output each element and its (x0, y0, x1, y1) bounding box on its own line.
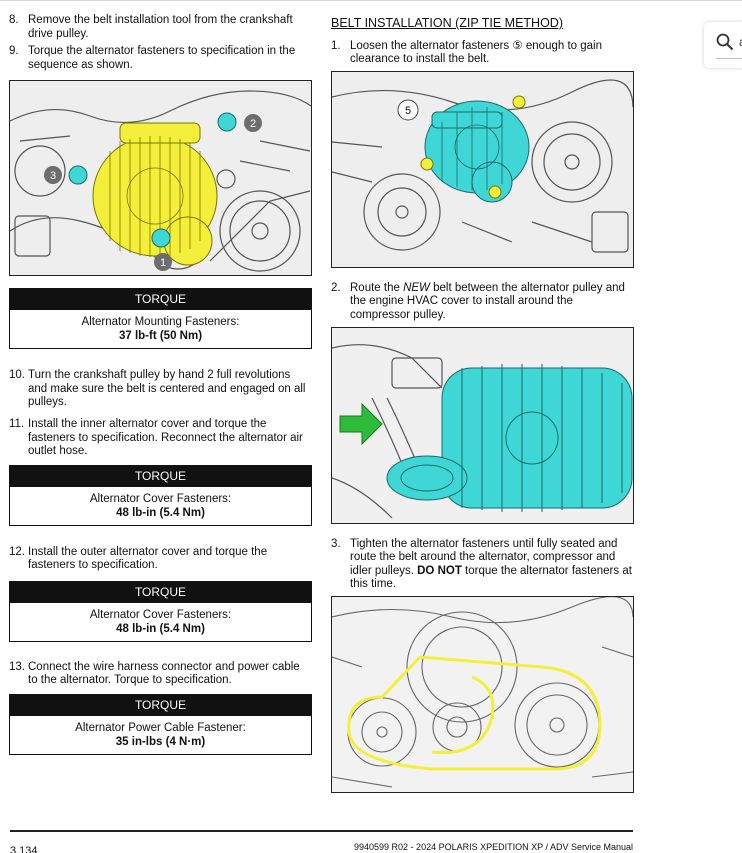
callout-badges (44, 114, 262, 272)
torque-value: 48 lb-in (5.4 Nm) (116, 622, 205, 635)
footer-document-title: 9940599 R02 - 2024 POLARIS XPEDITION XP … (354, 842, 633, 852)
torque-body: Alternator Cover Fasteners: 48 lb-in (5.… (10, 603, 311, 641)
torque-label: Alternator Cover Fasteners: (89, 492, 232, 505)
step-number: 12. (9, 545, 25, 558)
step-8: 8. Remove the belt installation tool fro… (9, 14, 312, 41)
step-number: 13. (9, 660, 25, 673)
step-number: 2. (331, 281, 341, 294)
step-13: 13. Connect the wire harness connector a… (9, 661, 312, 688)
torque-body: Alternator Mounting Fasteners: 37 lb-ft … (10, 310, 311, 348)
figure-loosen-fasteners: 5 (331, 70, 634, 268)
step-1: 1. Loosen the alternator fasteners ⑤ eno… (331, 40, 634, 67)
step-text: Connect the wire harness connector and p… (28, 660, 300, 687)
step-text-pre: Tighten the alternator fasteners until f… (350, 537, 618, 577)
torque-header: TORQUE (10, 581, 311, 603)
step-text: Loosen the alternator fasteners ⑤ enough… (350, 39, 602, 66)
figure-belt-routing (331, 595, 634, 793)
green-arrow (339, 402, 383, 445)
step-number: 11. (9, 417, 25, 430)
torque-header: TORQUE (10, 465, 311, 487)
callout-2: 2 (250, 118, 256, 130)
torque-label: Alternator Mounting Fasteners: (81, 316, 240, 329)
step-text: Install the outer alternator cover and t… (28, 545, 268, 572)
callout-5: 5 (405, 105, 411, 117)
step-number: 1. (331, 39, 341, 52)
torque-header: TORQUE (10, 289, 311, 311)
torque-box-mounting: TORQUE Alternator Mounting Fasteners: 37… (9, 288, 312, 350)
step-number: 9. (9, 45, 19, 58)
step-12: 12. Install the outer alternator cover a… (9, 546, 312, 573)
step-3: 3. Tighten the alternator fasteners unti… (331, 538, 634, 592)
step-number: 3. (331, 537, 341, 550)
step-text-post: belt between the alternator pulley and t… (350, 281, 625, 321)
step-number: 10. (9, 369, 25, 382)
step-text-emphasis: NEW (403, 281, 430, 294)
step-text: Torque the alternator fasteners to speci… (28, 45, 296, 71)
figure-route-belt (331, 326, 634, 524)
step-text: Remove the belt installation tool from t… (28, 14, 293, 40)
step-10: 10. Turn the crankshaft pulley by hand 2… (9, 369, 312, 410)
torque-body: Alternator Power Cable Fastener: 35 in-l… (10, 716, 311, 754)
section-title: BELT INSTALLATION (ZIP TIE METHOD) (331, 16, 563, 30)
step-text: Turn the crankshaft pulley by hand 2 ful… (28, 369, 306, 409)
search-underline (716, 58, 742, 59)
torque-body: Alternator Cover Fasteners: 48 lb-in (5.… (10, 487, 311, 525)
callout-1: 1 (160, 257, 166, 269)
step-text: Install the inner alternator cover and t… (28, 417, 303, 458)
left-column: 8. Remove the belt installation tool fro… (9, 14, 312, 755)
search-widget[interactable]: a (704, 22, 742, 68)
step-text-post: torque the alternator fasteners at this … (350, 564, 632, 591)
step-number: 8. (9, 14, 19, 26)
torque-value: 48 lb-in (5.4 Nm) (116, 506, 205, 519)
torque-box-inner-cover: TORQUE Alternator Cover Fasteners: 48 lb… (9, 464, 312, 526)
torque-label: Alternator Cover Fasteners: (89, 608, 232, 621)
torque-value: 37 lb-ft (50 Nm) (118, 330, 203, 343)
torque-label: Alternator Power Cable Fastener: (75, 721, 246, 734)
callout-3: 3 (50, 170, 56, 182)
step-text-strong: DO NOT (417, 564, 462, 577)
right-column: BELT INSTALLATION (ZIP TIE METHOD) 1. Lo… (331, 14, 634, 793)
step-2: 2. Route the NEW belt between the altern… (331, 282, 634, 323)
step-9: 9. Torque the alternator fasteners to sp… (9, 45, 312, 72)
search-icon[interactable] (716, 33, 734, 51)
torque-box-outer-cover: TORQUE Alternator Cover Fasteners: 48 lb… (9, 580, 312, 642)
search-input-text[interactable]: a (739, 35, 742, 49)
page-number: 3.134 (10, 845, 38, 853)
top-border (0, 0, 742, 1)
torque-value: 35 in-lbs (4 N·m) (115, 735, 206, 748)
step-11: 11. Install the inner alternator cover a… (9, 418, 312, 459)
footer-rule (10, 830, 633, 832)
torque-header: TORQUE (10, 694, 311, 716)
figure-alternator-torque-sequence: 2 3 1 (9, 80, 312, 277)
step-text-pre: Route the (350, 281, 404, 294)
torque-box-power-cable: TORQUE Alternator Power Cable Fastener: … (9, 693, 312, 755)
